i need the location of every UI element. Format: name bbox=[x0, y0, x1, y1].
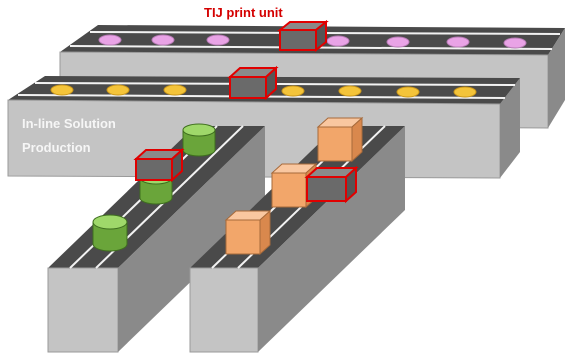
right-conveyor-front-face bbox=[189, 267, 259, 353]
pink-tablet-icon bbox=[151, 34, 175, 46]
tij-print-unit-icon bbox=[277, 19, 329, 53]
middle-conveyor-end-face bbox=[500, 78, 520, 178]
left-conveyor-front-face bbox=[47, 267, 119, 353]
pink-tablet-icon bbox=[446, 36, 470, 48]
right-conveyor-side-face bbox=[258, 126, 405, 352]
orange-box-icon bbox=[316, 116, 364, 163]
pink-tablet-icon bbox=[98, 34, 122, 46]
yellow-tablets bbox=[50, 84, 477, 98]
tij-print-unit-icon bbox=[133, 147, 185, 183]
yellow-tablet-icon bbox=[338, 85, 362, 97]
pink-tablet-icon bbox=[386, 36, 410, 48]
yellow-tablet-icon bbox=[106, 84, 130, 96]
back-conveyor-end-face bbox=[548, 28, 565, 128]
green-bottle-icon bbox=[182, 123, 216, 157]
pink-tablets bbox=[98, 34, 527, 49]
line-label-line1: In-line Solution bbox=[22, 116, 116, 131]
orange-box-icon bbox=[224, 209, 272, 256]
right-conveyor bbox=[189, 116, 405, 353]
left-conveyor-side-face bbox=[118, 126, 265, 352]
yellow-tablet-icon bbox=[163, 84, 187, 96]
yellow-tablet-icon bbox=[453, 86, 477, 98]
left-conveyor bbox=[47, 123, 265, 353]
tij-print-unit-icon bbox=[227, 65, 279, 101]
yellow-tablet-icon bbox=[396, 86, 420, 98]
green-bottle-icon bbox=[92, 214, 128, 252]
line-label-line2: Production bbox=[22, 140, 91, 155]
tij-print-unit-icon bbox=[304, 165, 359, 204]
pink-tablet-icon bbox=[326, 35, 350, 47]
pink-tablet-icon bbox=[206, 34, 230, 46]
pink-tablet-icon bbox=[503, 37, 527, 49]
tij-print-unit-caption: TIJ print unit bbox=[204, 5, 283, 20]
yellow-tablet-icon bbox=[50, 84, 74, 96]
yellow-tablet-icon bbox=[281, 85, 305, 97]
